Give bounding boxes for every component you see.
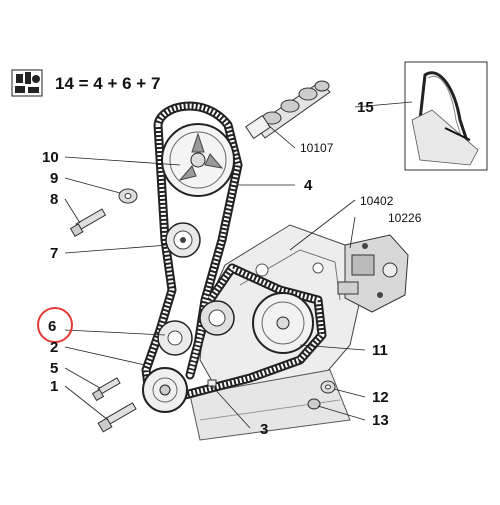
callout-9: 9 <box>50 170 58 187</box>
tensioner-roller <box>157 320 193 356</box>
callout-10107: 10107 <box>300 141 334 155</box>
center-idler <box>199 300 235 336</box>
callout-1: 1 <box>50 378 58 395</box>
crankshaft-pulley <box>142 367 188 413</box>
injection-pump <box>337 234 409 313</box>
callout-2: 2 <box>50 339 58 356</box>
kit-parts-icon <box>11 69 43 97</box>
pump-pulley <box>252 292 314 354</box>
callout-8: 8 <box>50 191 58 208</box>
callout-7: 7 <box>50 245 58 262</box>
bolt-5 <box>91 377 121 402</box>
callout-15: 15 <box>357 99 374 116</box>
callout-6: 6 <box>48 318 56 335</box>
camshaft <box>245 80 331 140</box>
callout-10: 10 <box>42 149 59 166</box>
callout-5: 5 <box>50 360 58 377</box>
callout-3: 3 <box>260 421 268 438</box>
callout-10226: 10226 <box>388 211 422 225</box>
washer-9 <box>118 188 138 204</box>
callout-13: 13 <box>372 412 389 429</box>
callout-12: 12 <box>372 389 389 406</box>
highlight-ring <box>37 307 73 343</box>
kit-equation: 14 = 4 + 6 + 7 <box>55 74 160 93</box>
leader-lines <box>64 101 413 429</box>
bolt-1 <box>97 402 137 433</box>
inset-overview <box>404 61 488 171</box>
callout-10402: 10402 <box>360 194 394 208</box>
callout-4: 4 <box>304 177 313 194</box>
callout-11: 11 <box>372 342 388 359</box>
nut-13 <box>307 398 321 410</box>
key-3 <box>207 379 217 387</box>
idler-pulley <box>165 222 201 258</box>
camshaft-pulley <box>161 123 235 197</box>
washer-12 <box>320 380 336 394</box>
bolt-8 <box>69 208 107 238</box>
